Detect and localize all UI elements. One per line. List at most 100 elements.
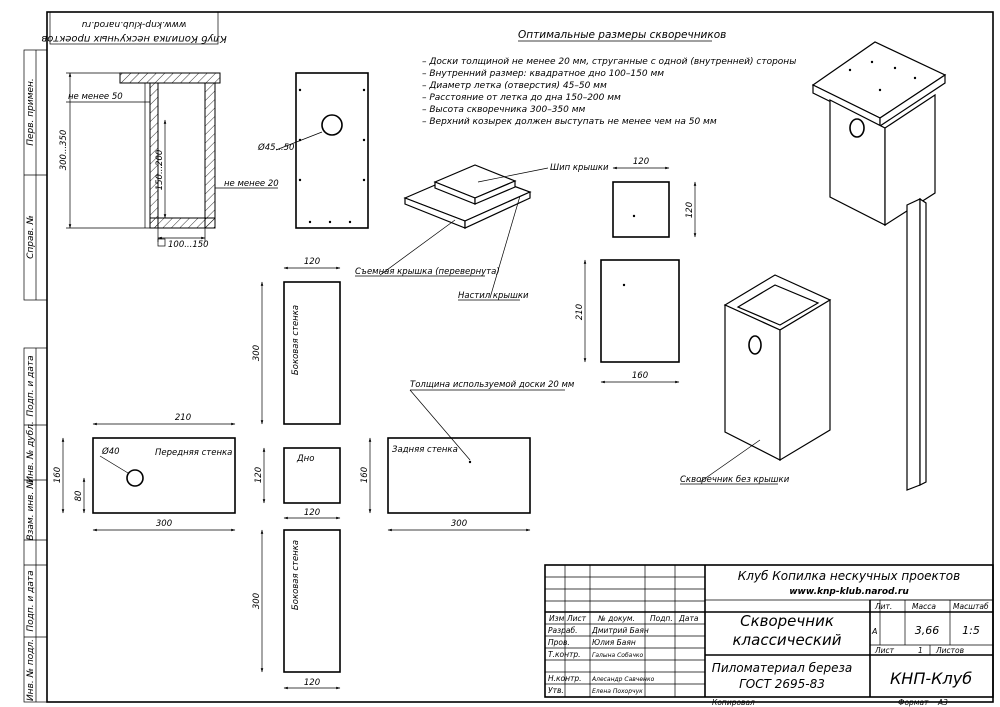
col-date: Дата [678,614,699,623]
hdr-lit: Лит. [874,602,892,611]
stamp-label-6: Подп. и дата [26,570,36,631]
spec-title: Оптимальные размеры скворечников [518,29,726,41]
name-tkontr: Галына Собачко [592,652,644,659]
front-wall-height: 160 [53,467,63,483]
section-view: 300...350 не менее 50 150...200 не менее… [59,72,279,250]
stamp-label-2: Справ. № [26,215,36,259]
spec-item-4: – Расстояние от летка до дна 150–200 мм [422,93,621,103]
title-block: Изм Лист № докум. Подп. Дата Разраб. Про… [544,564,994,698]
org-line2: www.knp-klub.narod.ru [789,587,909,597]
front-wall-hole: Ø40 [101,446,120,457]
name-prov: Юлия Баян [592,638,636,647]
dim-height: 300...350 [59,130,69,171]
company-name: КНП-Клуб [890,669,972,688]
side-wall-2-label: Боковая стенка [291,540,301,610]
stamp-label-7: Инв. № подл. [26,639,36,701]
spike-height: 120 [685,202,695,218]
back-wall: Задняя стенка 160 300 Толщина используем… [360,380,575,532]
label-deck: Настил крышки [458,291,529,301]
hdr-mass: Масса [912,602,936,611]
front-wall-width: 210 [175,413,191,423]
label-spike: Шип крышки [550,163,609,173]
format-value: А3 [937,698,948,707]
material-line2: ГОСТ 2695-83 [739,677,825,691]
birdhouse-3d [811,41,947,491]
front-wall: 210 160 80 Ø40 Передняя стенка 300 [53,413,236,532]
spec-item-5: – Высота скворечника 300–350 мм [422,105,586,115]
name-nkontr: Алесандр Савченко [591,676,655,683]
sheets-label: Листов [935,646,964,655]
mass-value: 3,66 [915,624,940,637]
front-wall-label: Передняя стенка [155,448,232,458]
corner-stamp-line1: Клуб Копилка нескучных проектов [41,33,226,45]
stamp-label-4: Инв. № дубл. [26,421,36,483]
col-izm: Изм [549,614,565,623]
dim-overhang: не менее 50 [68,92,123,102]
spike-width: 120 [633,157,649,167]
board-thickness-note: Толщина используемой доски 20 мм [410,380,575,390]
deck-part: 210 160 [575,259,680,384]
back-wall-width: 300 [451,519,467,529]
spec-item-6: – Верхний козырек должен выступать не ме… [422,117,717,127]
side-wall-1: 120 300 Боковая стенка [252,257,341,425]
col-list: Лист [566,614,587,623]
stamp-label-5: Взам. инв. № [26,479,36,540]
spec-block: Оптимальные размеры скворечников – Доски… [422,29,796,127]
role-prov: Пров. [548,638,570,647]
side-wall-1-label: Боковая стенка [291,305,301,375]
side-stamp: Перв. примен. Справ. № Подп. и дата Инв.… [23,49,48,703]
spec-item-2: – Внутренний размер: квадратное дно 100–… [422,69,664,79]
role-utv: Утв. [548,686,564,695]
scale-value: 1:5 [962,624,980,637]
role-tkontr: Т.контр. [548,650,581,659]
open-box-3d: Скворечник без крышки [680,274,832,485]
role-nkontr: Н.контр. [548,674,582,683]
front-hole-dim: Ø45...50 [257,142,294,153]
deck-height: 210 [575,304,585,320]
spec-item-1: – Доски толщиной не менее 20 мм, струган… [422,57,796,67]
front-wall-hole-height: 80 [74,491,84,502]
label-roof: Съемная крышка (перевернута) [355,267,500,277]
deck-width: 160 [632,371,648,381]
name-utv: Елена Похорчук [592,688,643,695]
front-detail: Ø45...50 [257,72,369,229]
spec-item-3: – Диаметр летка (отверстия) 45–50 мм [422,81,607,91]
roof-view: Шип крышки Съемная крышка (перевернута) … [355,163,609,301]
side-wall-2-width: 120 [304,678,320,688]
copied-label: Копировал [712,698,755,707]
lit-value: А [871,627,877,636]
side-wall-1-width: 120 [304,257,320,267]
sheet-label: Лист [874,646,895,655]
corner-stamp: Клуб Копилка нескучных проектов www.knp-… [41,11,227,45]
col-doc: № докум. [597,614,635,623]
role-razrab: Разраб. [548,626,577,635]
front-wall-width-bottom: 300 [156,519,172,529]
sheet-value: 1 [918,646,923,655]
name-line1: Скворечник [740,612,834,630]
bottom-part: Дно 120 120 [254,447,341,520]
dim-wall: не менее 20 [224,179,279,189]
back-wall-height: 160 [360,467,370,483]
stamp-label-1: Перв. примен. [26,78,36,146]
org-line1: Клуб Копилка нескучных проектов [738,569,960,583]
format-label: Формат [898,698,929,707]
dim-hole-height: 150...200 [155,150,165,191]
spike-part: 120 120 [612,157,697,238]
name-line2: классический [733,631,842,649]
box-label: Скворечник без крышки [680,475,790,485]
corner-stamp-line2: www.knp-klub.narod.ru [81,19,186,29]
dim-bottom: 100...150 [168,240,209,250]
side-wall-2: 300 120 Боковая стенка [252,529,341,690]
name-razrab: Дмитрий Баян [591,626,649,635]
side-wall-1-height: 300 [252,345,262,361]
stamp-label-3: Подп. и дата [26,355,36,416]
col-sign: Подп. [650,614,673,623]
side-wall-2-height: 300 [252,593,262,609]
bottom-label: Дно [296,454,314,464]
back-wall-label: Задняя стенка [392,445,458,455]
bottom-height: 120 [254,467,264,483]
hdr-scale: Масштаб [953,602,989,611]
bottom-width: 120 [304,508,320,518]
material-line1: Пиломатериал береза [712,661,852,675]
